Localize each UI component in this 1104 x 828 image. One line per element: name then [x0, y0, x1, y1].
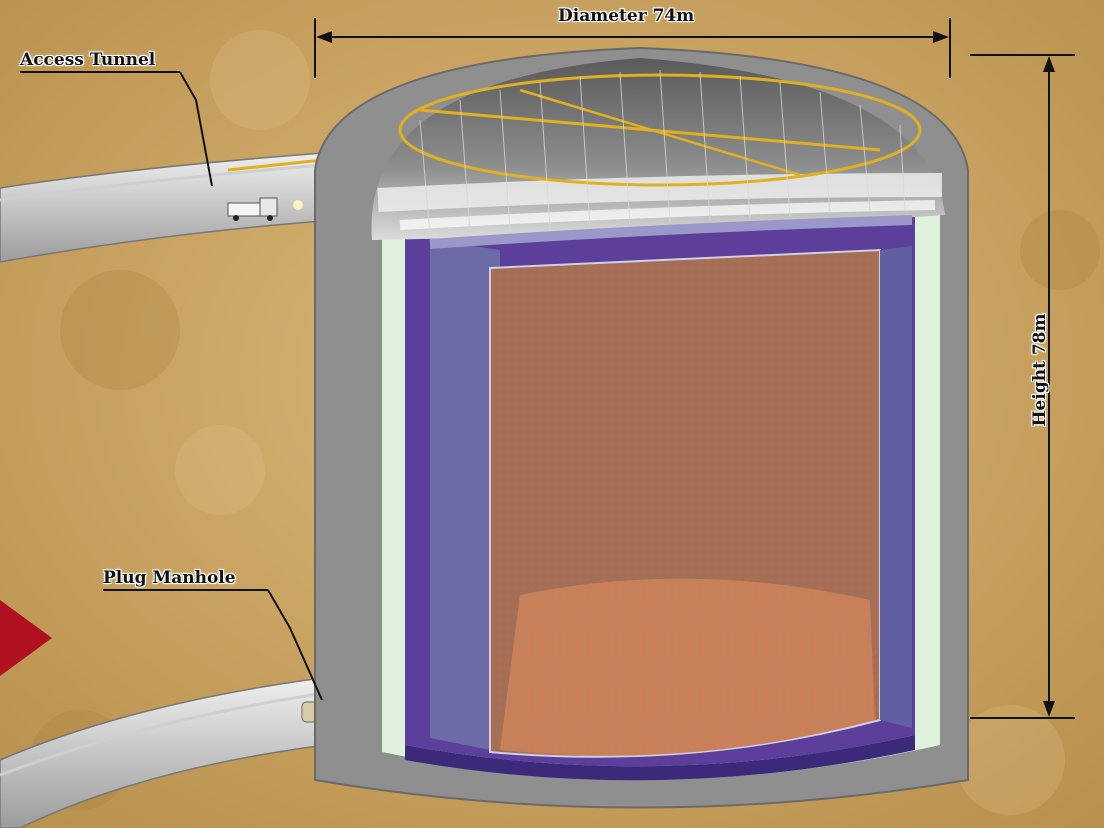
diameter-dimension — [314, 18, 951, 78]
right-side-panel — [880, 246, 912, 728]
plug-manhole-label: Plug Manhole — [103, 568, 236, 588]
bottom-rim — [405, 735, 915, 781]
plug-manhole-leader — [103, 589, 323, 701]
height-dimension — [970, 54, 1075, 719]
height-label: Height 78m — [1030, 313, 1050, 427]
truck-icon — [227, 197, 278, 221]
photosensor-floor — [500, 578, 875, 756]
dome-structure — [371, 58, 945, 249]
side-panel — [430, 240, 500, 752]
access-tunnel-leader — [20, 71, 213, 187]
rock-texture — [30, 30, 1100, 815]
red-arrow-icon — [0, 600, 52, 676]
diameter-label: Diameter 74m — [558, 6, 695, 26]
access-tunnel-label: Access Tunnel — [20, 50, 156, 70]
